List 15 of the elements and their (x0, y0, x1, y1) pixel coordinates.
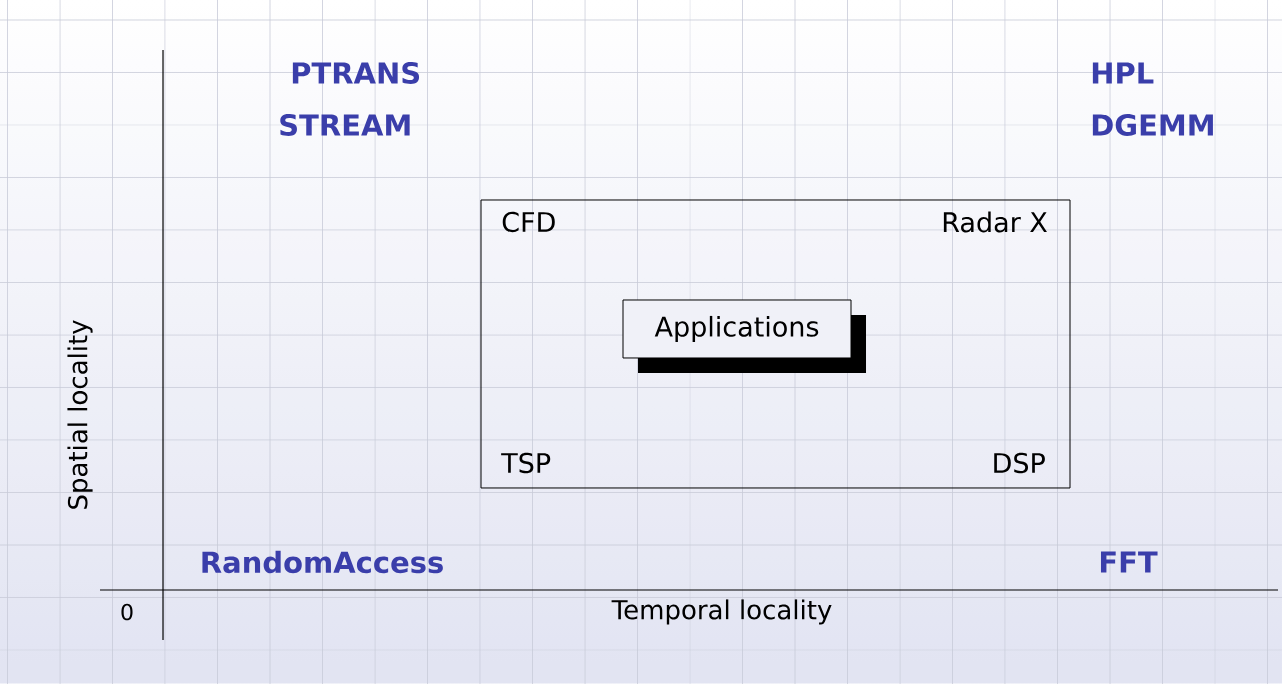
benchmark-label: FFT (1100, 551, 1158, 573)
benchmark-label: PTRANS (292, 62, 420, 84)
region-label: TSP (501, 452, 551, 474)
benchmark-label: RandomAccess (202, 550, 443, 574)
axis-title: Spatial locality (67, 320, 93, 509)
axis-title: Temporal locality (611, 599, 832, 625)
region-label: Radar X (943, 211, 1047, 233)
region-label: DSP (994, 452, 1045, 474)
benchmark-label: HPL (1092, 62, 1154, 84)
region-label: CFD (502, 211, 555, 233)
benchmark-label: STREAM (280, 114, 410, 136)
region-box (480, 199, 1071, 489)
benchmark-label: DGEMM (1092, 114, 1213, 136)
axis-tick-label: 0 (121, 603, 133, 621)
shadowed-box: Applications (622, 299, 866, 373)
